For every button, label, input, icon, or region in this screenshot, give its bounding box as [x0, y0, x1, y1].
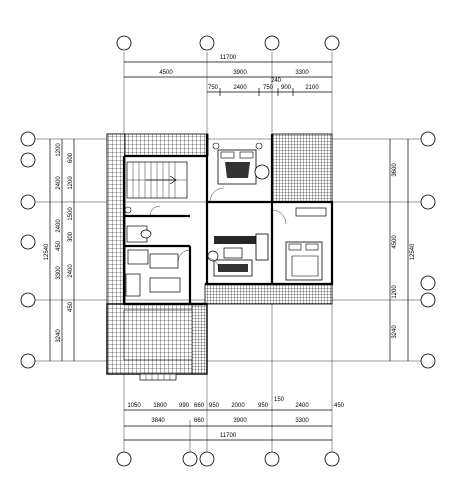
right-dim-3: 1200 — [392, 285, 398, 299]
bottom-small-label: 150 — [274, 397, 285, 403]
top-span-3-label: 3300 — [295, 70, 309, 76]
bed-upper — [212, 142, 270, 185]
right-dim-1: 3600 — [392, 163, 398, 177]
bathroom-fixtures — [124, 206, 181, 297]
bottom-sub-6-label: 2000 — [231, 403, 245, 409]
living-furniture — [207, 233, 269, 277]
top-dimensions: 11700 4500 3900 3300 240 750 2400 750 90… — [124, 55, 332, 96]
left-dim-11: 450 — [68, 301, 74, 312]
bottom-sub-2-label: 1800 — [153, 403, 167, 409]
top-sub-1-label: 750 — [208, 85, 219, 91]
lower-balcony — [123, 309, 193, 381]
bottom-sub-3-label: 990 — [179, 403, 190, 409]
right-dim-2: 4500 — [392, 235, 398, 249]
left-dim-7: 300 — [68, 231, 74, 242]
top-span-1-label: 4500 — [159, 70, 173, 76]
left-dim-2: 2400 — [56, 176, 62, 190]
bottom-span-1-label: 3840 — [151, 418, 165, 424]
left-overall-label: 12540 — [44, 243, 50, 260]
bottom-sub-8-label: 2400 — [295, 403, 309, 409]
top-span-2-label: 3900 — [233, 70, 247, 76]
bottom-dimensions: 1050 1800 990 660 950 2000 950 150 2400 … — [124, 397, 345, 441]
left-dim-1: 1200 — [56, 143, 62, 157]
bottom-sub-4-label: 660 — [194, 403, 205, 409]
top-sub-3-label: 750 — [263, 85, 274, 91]
right-dimensions: 3600 4500 1200 3240 12540 — [389, 139, 416, 361]
bottom-sub-7-label: 950 — [258, 403, 269, 409]
bottom-sub-9-label: 450 — [334, 403, 345, 409]
bottom-sub-5-label: 950 — [209, 403, 220, 409]
left-dim-8: 450 — [56, 240, 62, 251]
left-dimensions: 1200 2400 1200 600 2400 1500 300 450 330… — [44, 139, 75, 361]
tiled-areas — [106, 133, 333, 375]
top-overall-label: 11700 — [220, 55, 237, 61]
bottom-sub-1-label: 1050 — [127, 403, 141, 409]
right-overall-label: 12540 — [410, 243, 416, 260]
bed-right — [285, 207, 327, 281]
bottom-span-3-label: 3900 — [233, 418, 247, 424]
left-dim-3: 1200 — [68, 176, 74, 190]
left-dim-5: 2400 — [56, 219, 62, 233]
left-dim-4: 600 — [68, 152, 74, 163]
bottom-span-4-label: 3300 — [295, 418, 309, 424]
top-sub-4-label: 900 — [281, 85, 292, 91]
top-sub-5-label: 2100 — [305, 85, 319, 91]
top-small-label: 240 — [271, 78, 282, 84]
right-dim-4: 3240 — [392, 325, 398, 339]
left-dim-10: 2400 — [68, 264, 74, 278]
left-dim-12: 3240 — [56, 329, 62, 343]
axis-circles — [20, 35, 436, 467]
doors — [149, 187, 287, 271]
bottom-overall-label: 11700 — [220, 433, 237, 439]
left-dim-6: 1500 — [68, 207, 74, 221]
top-sub-2-label: 2400 — [233, 85, 247, 91]
staircase — [126, 161, 188, 199]
left-dim-9: 3300 — [56, 266, 62, 280]
bottom-span-2-label: 660 — [194, 418, 205, 424]
